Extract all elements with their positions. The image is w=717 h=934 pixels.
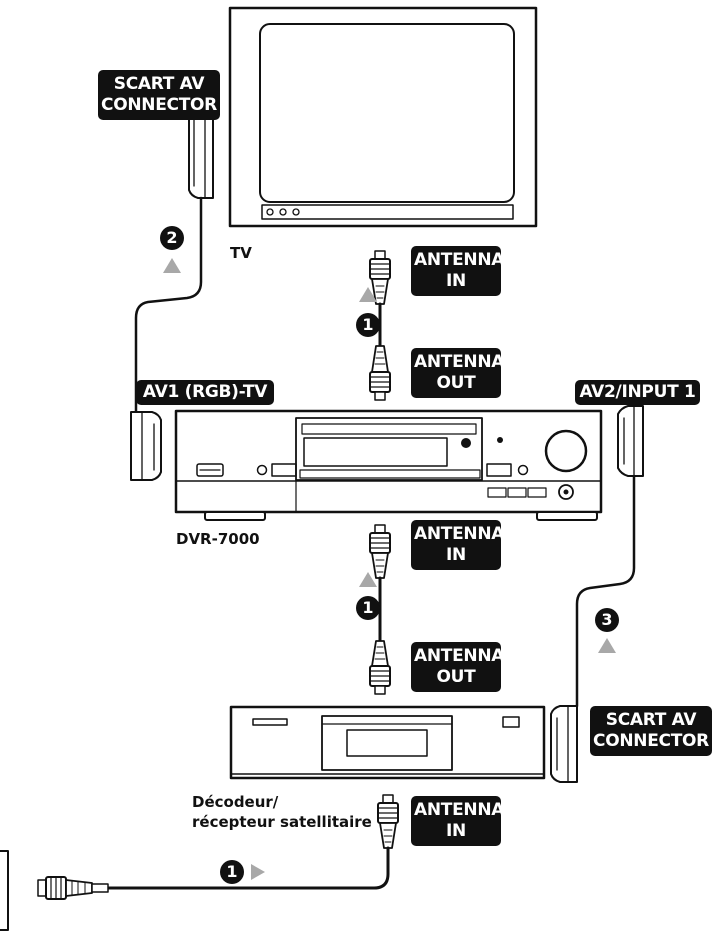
antenna-cable-wall	[106, 846, 390, 890]
device-name-dvr: DVR-7000	[176, 530, 260, 548]
scart-cable-3	[575, 474, 636, 708]
wall-antenna-socket	[0, 850, 109, 931]
decoder-box	[229, 705, 546, 780]
scart-plug-av1	[130, 411, 162, 481]
direction-arrow-up	[359, 572, 377, 587]
scart-cable-2	[134, 196, 203, 414]
scart-plug-decoder	[550, 705, 578, 783]
antenna-connector-dvr-out	[369, 345, 391, 401]
step-badge-1: 1	[220, 860, 244, 884]
direction-arrow-up	[359, 287, 377, 302]
step-badge-1: 1	[356, 313, 380, 337]
antenna-connector-decoder-out	[369, 640, 391, 695]
scart-plug-av2	[617, 405, 644, 477]
label-av2-input1: AV2/INPUT 1	[575, 380, 700, 405]
label-av1-rgb-tv: AV1 (RGB)-TV	[136, 380, 274, 405]
dvr-recorder	[174, 409, 603, 521]
device-name-tv: TV	[230, 244, 252, 262]
antenna-connector-decoder-in	[377, 794, 399, 849]
device-name-decoder-line1: Décodeur/	[192, 793, 279, 811]
direction-arrow-right	[251, 864, 265, 880]
tv-set	[228, 6, 538, 228]
step-badge-3: 3	[595, 608, 619, 632]
step-badge-2: 2	[160, 226, 184, 250]
antenna-connector-dvr-in	[369, 524, 391, 579]
step-badge-1: 1	[356, 596, 380, 620]
direction-arrow-up	[163, 258, 181, 273]
direction-arrow-up	[598, 638, 616, 653]
antenna-connector-tv-in	[369, 250, 391, 305]
device-name-decoder-line2: récepteur satellitaire	[192, 813, 372, 831]
